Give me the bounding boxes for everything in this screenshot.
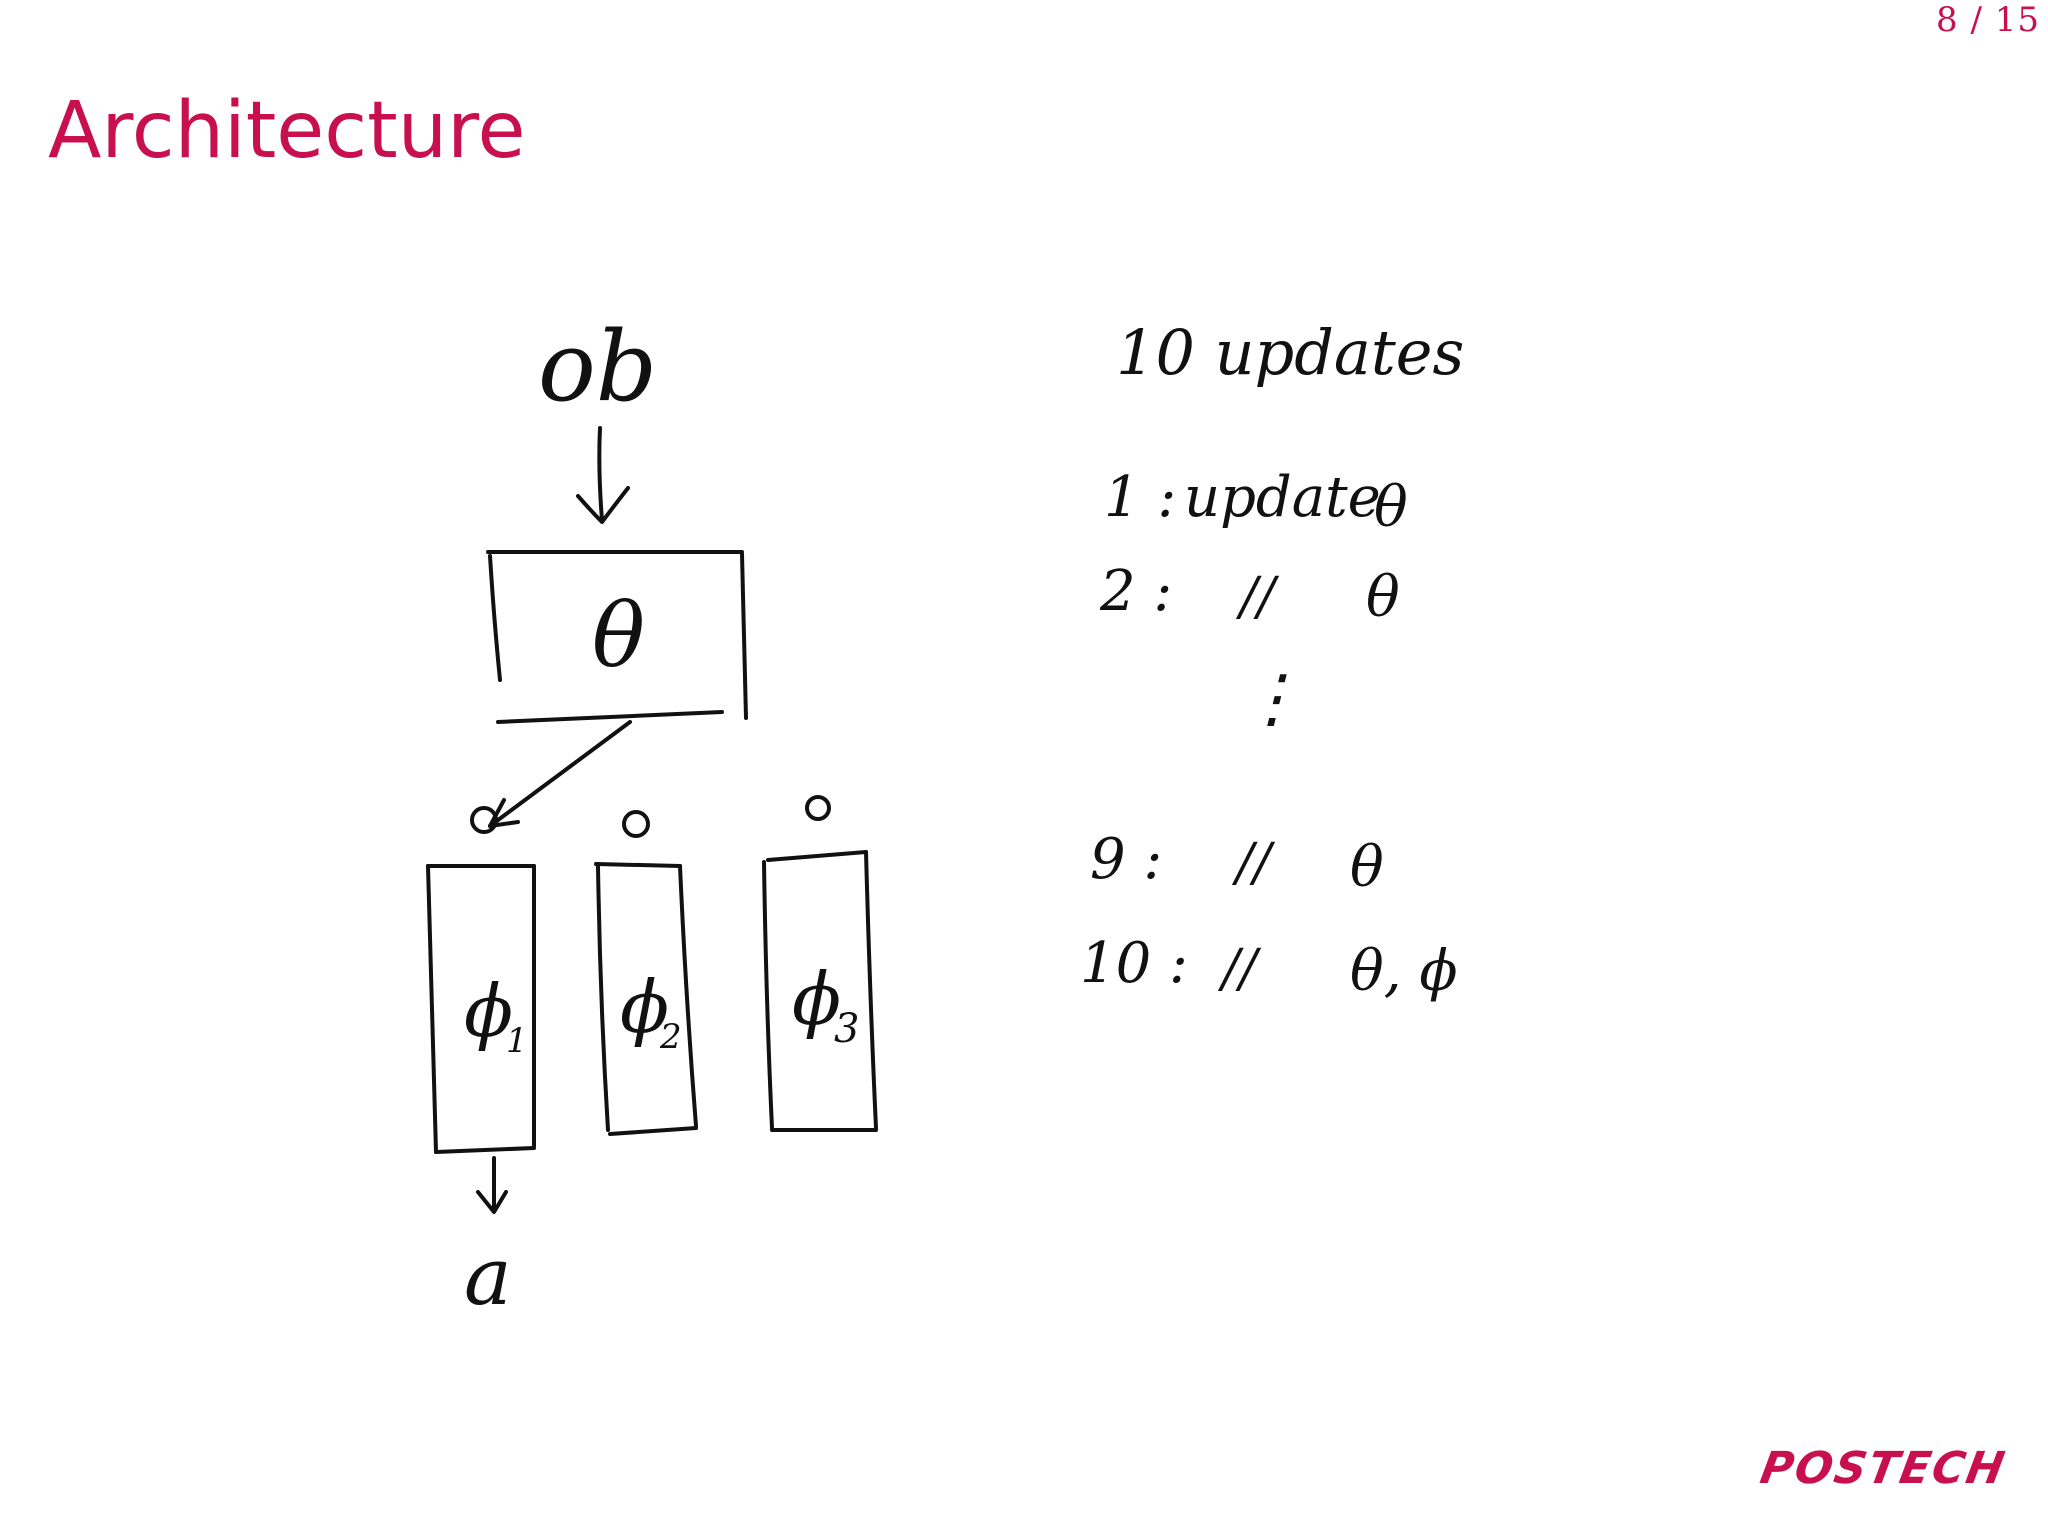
input-label: ob	[538, 311, 657, 423]
phi-subscript-3: 3	[834, 1006, 859, 1052]
notes-action-9: //	[1231, 833, 1276, 893]
theta-to-phi-arrow	[488, 720, 632, 828]
phi-symbol-1: ϕ	[464, 969, 513, 1053]
phi-symbol-3: ϕ	[792, 957, 841, 1041]
phi-column-3	[762, 850, 878, 1132]
notes-action-2: //	[1235, 567, 1280, 627]
phi-subscript-1: 1	[506, 1021, 528, 1061]
input-arrow	[576, 426, 630, 524]
output-arrow	[476, 1156, 508, 1214]
output-label: a	[464, 1230, 512, 1323]
notes-line-ellipsis: ⋮	[1240, 662, 1304, 736]
phi-subscript-2: 2	[659, 1017, 682, 1057]
notes-params-9: θ	[1350, 835, 1384, 900]
node-circle-2	[622, 810, 650, 838]
theta-box-label: θ	[592, 584, 645, 687]
notes-step-10: 10 :	[1080, 931, 1188, 996]
notes-ellipsis: ⋮	[1240, 662, 1304, 736]
postech-logo: POSTECH	[1756, 1443, 2011, 1494]
phi-symbol-2: ϕ	[620, 965, 669, 1049]
theta-box	[486, 550, 748, 724]
notes-action-1: update	[1184, 465, 1381, 530]
phi-label-1: ϕ 1	[464, 969, 528, 1061]
notes-heading: 10 updates	[1116, 316, 1464, 389]
slide-title: Architecture	[48, 86, 526, 176]
notes-line-2: 2 : // θ	[1099, 559, 1400, 630]
notes-line-9: 9 : // θ	[1090, 827, 1384, 900]
notes-params-1: θ	[1374, 475, 1408, 540]
notes-step-2: 2 :	[1099, 559, 1172, 624]
phi-label-3: ϕ 3	[792, 957, 859, 1052]
notes-step-9: 9 :	[1090, 827, 1162, 892]
phi-column-2	[594, 862, 698, 1136]
node-circle-1	[470, 806, 498, 834]
notes-line-10: 10 : // θ, ϕ	[1080, 931, 1458, 1004]
phi-label-2: ϕ 2	[620, 965, 682, 1057]
notes-step-1: 1 :	[1104, 465, 1176, 530]
page-number: 8 / 15	[1936, 0, 2040, 40]
notes-params-2: θ	[1366, 565, 1400, 630]
phi-column-1	[426, 864, 537, 1154]
notes-params-10: θ, ϕ	[1350, 939, 1458, 1004]
node-circle-3	[805, 795, 831, 821]
notes-line-1: 1 : update θ	[1104, 465, 1408, 540]
notes-action-10: //	[1217, 939, 1262, 999]
